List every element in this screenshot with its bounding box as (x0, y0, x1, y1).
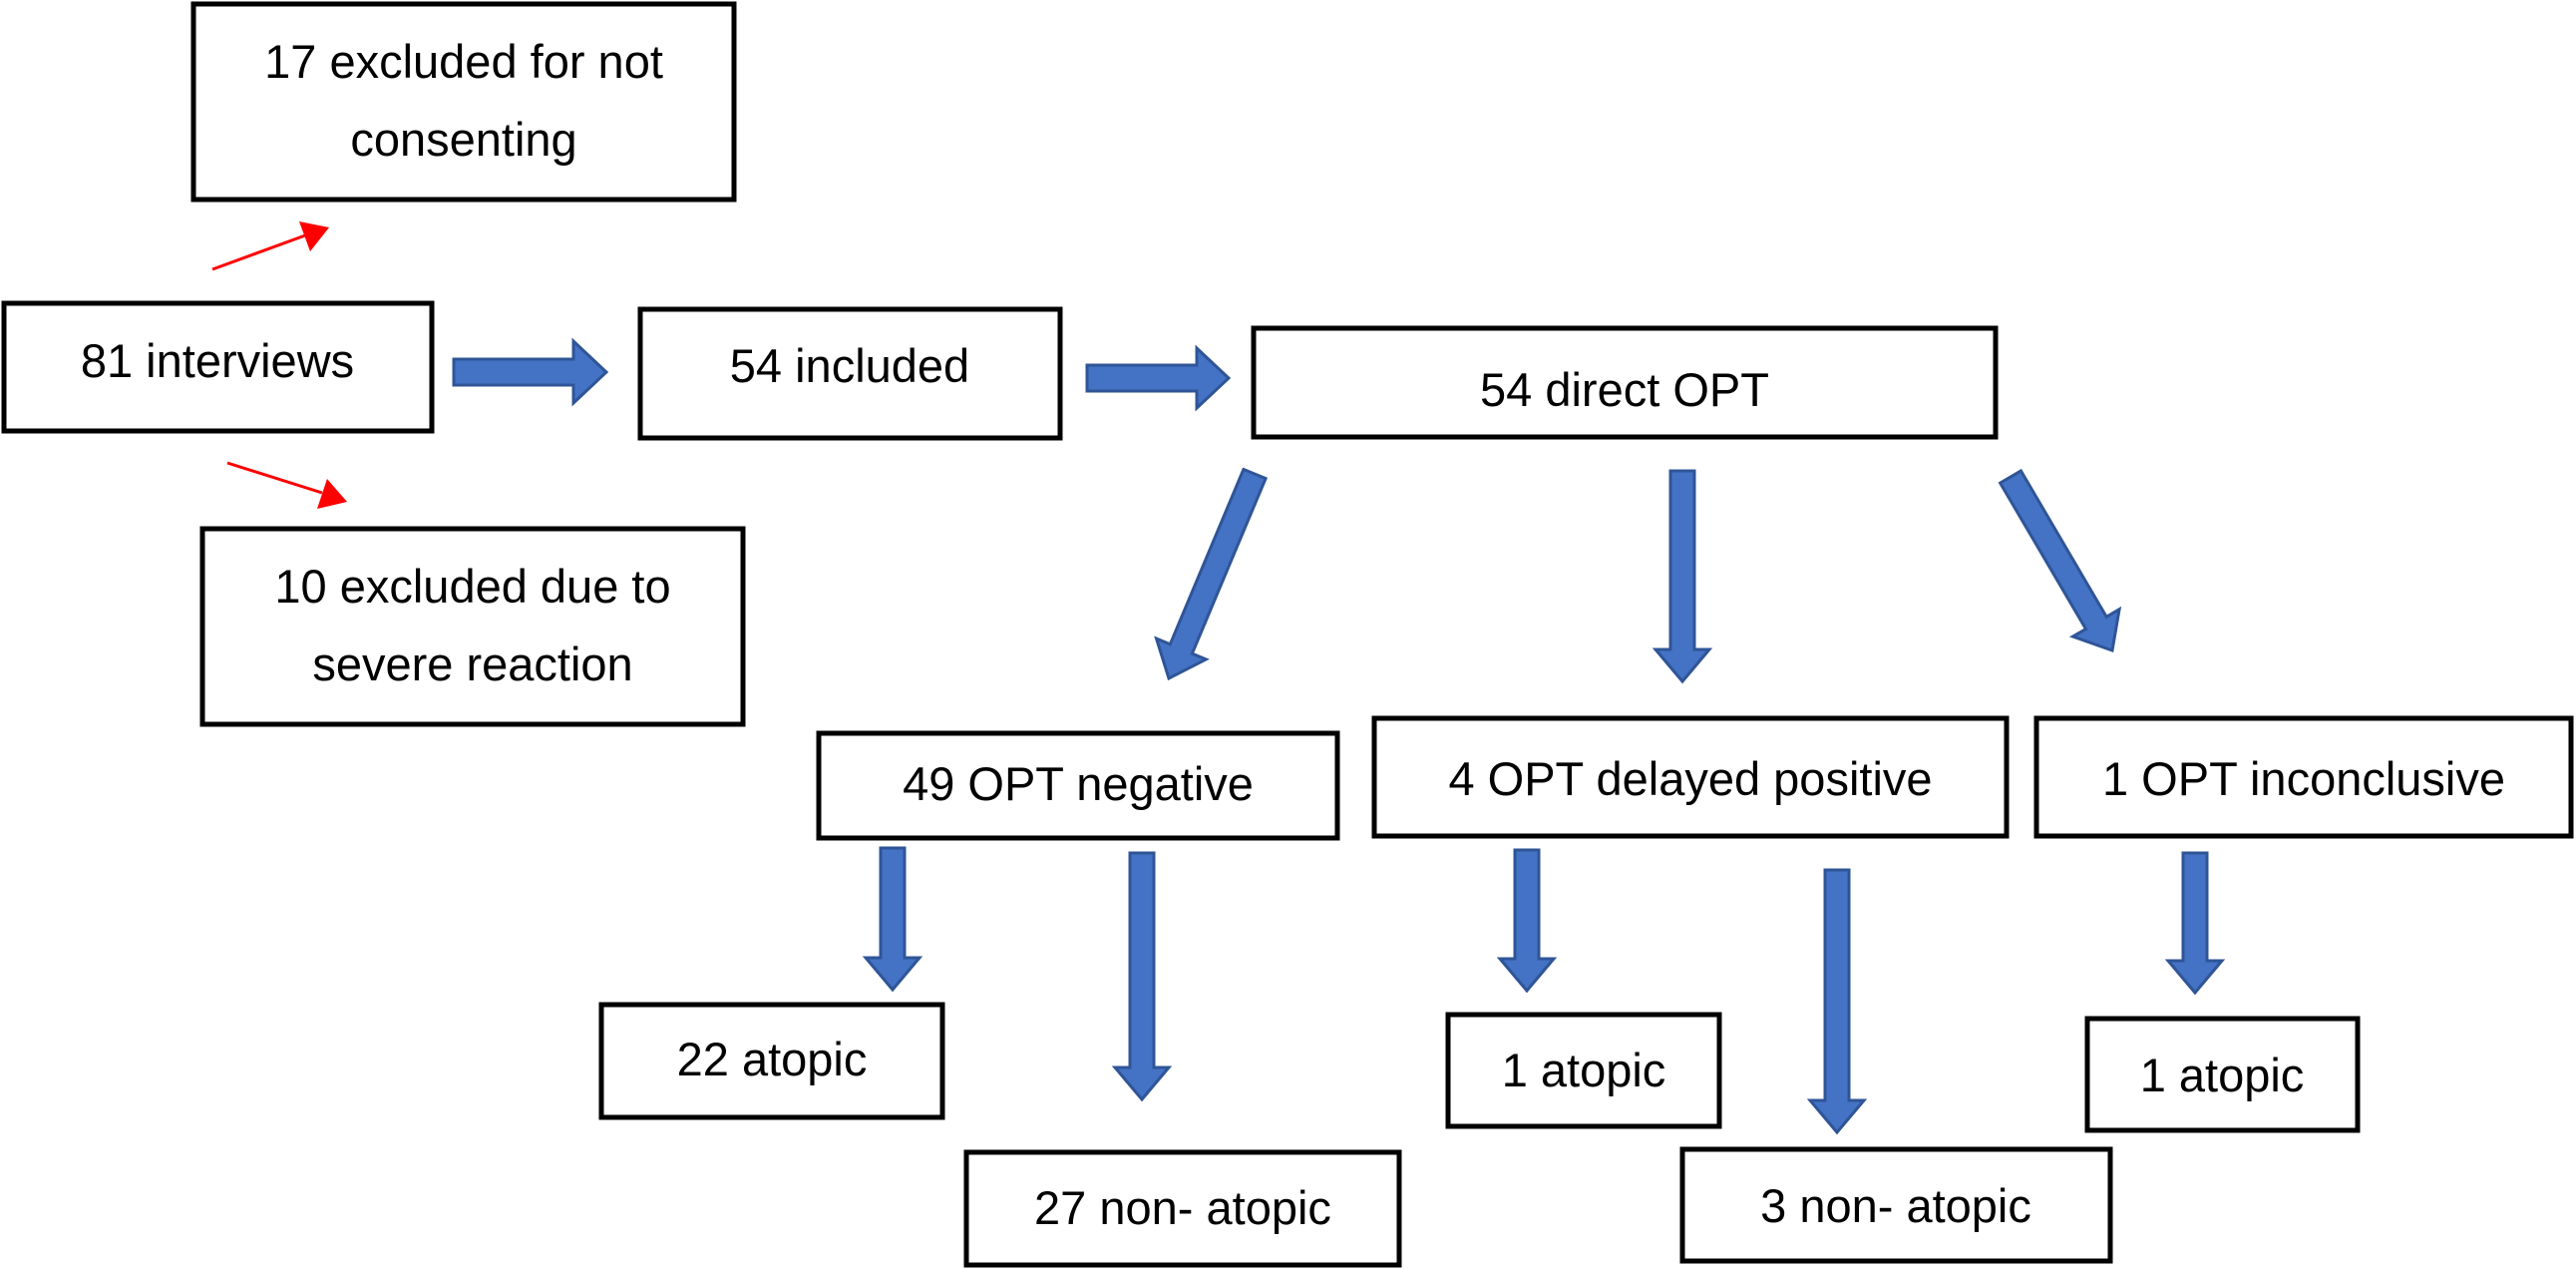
node-excluded-consent-line-2: consenting (350, 113, 576, 166)
node-opt-delayed-positive: 4 OPT delayed positive (1371, 715, 2010, 839)
node-delayed-atopic-label: 1 atopic (1502, 1044, 1666, 1096)
node-excluded-reaction: 10 excluded due to severe reaction (199, 526, 746, 727)
node-opt-delayed-positive-label: 4 OPT delayed positive (1448, 752, 1932, 805)
node-negative-non-atopic-label: 27 non- atopic (1034, 1181, 1331, 1234)
node-excluded-reaction-line-2: severe reaction (312, 637, 632, 690)
node-included: 54 included (637, 306, 1063, 441)
node-delayed-atopic: 1 atopic (1445, 1012, 1722, 1129)
node-negative-atopic-label: 22 atopic (677, 1033, 868, 1085)
node-delayed-non-atopic-label: 3 non- atopic (1760, 1179, 2031, 1232)
node-excluded-reaction-line-1: 10 excluded due to (274, 560, 670, 613)
block-arrow-direct-opt-to-delayed (1652, 469, 1713, 684)
block-arrow-interviews-to-included (452, 337, 609, 407)
node-excluded-consent: 17 excluded for not consenting (190, 1, 737, 203)
exclusion-arrow-reaction (226, 461, 347, 509)
block-arrow-included-to-direct-opt (1085, 344, 1232, 412)
node-opt-negative: 49 OPT negative (816, 730, 1340, 841)
node-delayed-non-atopic: 3 non- atopic (1679, 1146, 2113, 1264)
block-arrow-negative-to-non-atopic (1111, 851, 1173, 1102)
node-included-label: 54 included (730, 339, 969, 392)
node-opt-negative-label: 49 OPT negative (903, 757, 1254, 810)
node-interviews-label: 81 interviews (81, 334, 354, 387)
node-inconclusive-atopic-label: 1 atopic (2140, 1049, 2305, 1101)
block-arrow-direct-opt-to-inconclusive (1998, 468, 2122, 653)
block-arrow-delayed-to-atopic (1496, 848, 1558, 994)
node-direct-opt-label: 54 direct OPT (1480, 363, 1769, 416)
node-excluded-consent-line-1: 17 excluded for not (264, 35, 663, 88)
exclusion-arrow-consent (211, 221, 329, 271)
node-opt-inconclusive: 1 OPT inconclusive (2033, 715, 2574, 839)
node-direct-opt: 54 direct OPT (1251, 325, 1999, 440)
block-arrow-negative-to-atopic (862, 846, 923, 993)
block-arrow-inconclusive-to-atopic (2164, 851, 2226, 996)
down-arrows (862, 467, 2226, 1135)
node-interviews: 81 interviews (1, 300, 435, 434)
block-arrow-direct-opt-to-negative (1154, 467, 1269, 681)
node-opt-inconclusive-label: 1 OPT inconclusive (2102, 752, 2505, 805)
node-negative-atopic: 22 atopic (598, 1002, 945, 1120)
node-inconclusive-atopic: 1 atopic (2084, 1016, 2361, 1133)
node-negative-non-atopic: 27 non- atopic (963, 1149, 1402, 1268)
block-arrow-delayed-to-non-atopic (1806, 868, 1868, 1135)
